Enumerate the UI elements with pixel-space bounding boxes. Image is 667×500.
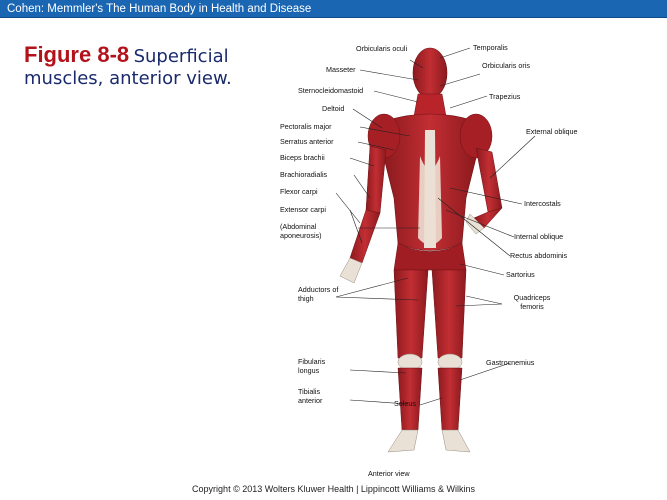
label-rectus-abdominis: Rectus abdominis	[510, 251, 568, 260]
label-orbicularis-oris: Orbicularis oris	[482, 61, 530, 70]
label-pectoralis-major: Pectoralis major	[280, 122, 332, 131]
label-abdominal-aponeurosis: (Abdominal aponeurosis)	[280, 222, 322, 240]
label-adductors-of-thigh: Adductors of thigh	[298, 285, 339, 303]
label-soleus: Soleus	[394, 399, 416, 408]
label-sartorius: Sartorius	[506, 270, 535, 279]
label-masseter: Masseter	[326, 65, 356, 74]
header-title: Cohen: Memmler's The Human Body in Healt…	[7, 3, 312, 15]
figure-title: Figure 8-8 Superficial muscles, anterior…	[24, 42, 274, 90]
label-quadriceps-femoris: Quadriceps femoris	[513, 293, 551, 311]
label-tibialis-anterior: Tibialis anterior	[298, 387, 323, 405]
copyright-footer: Copyright © 2013 Wolters Kluwer Health |…	[192, 484, 475, 494]
muscle-diagram: Orbicularis oculi Temporalis Masseter Or…	[270, 38, 578, 478]
label-orbicularis-oculi: Orbicularis oculi	[356, 44, 408, 53]
header-bar: Cohen: Memmler's The Human Body in Healt…	[0, 0, 667, 18]
label-trapezius: Trapezius	[489, 92, 521, 101]
label-serratus-anterior: Serratus anterior	[280, 137, 334, 146]
figure-number: Figure 8-8	[24, 42, 130, 67]
label-extensor-carpi: Extensor carpi	[280, 205, 326, 214]
muscle-figure-illustration	[335, 47, 536, 453]
label-external-oblique: External oblique	[526, 127, 578, 136]
view-label: Anterior view	[368, 469, 410, 478]
label-fibularis-longus: Fibularis longus	[298, 357, 326, 375]
label-deltoid: Deltoid	[322, 104, 345, 113]
label-sternocleidomastoid: Sternocleidomastoid	[298, 86, 364, 95]
label-flexor-carpi: Flexor carpi	[280, 187, 318, 196]
label-brachioradialis: Brachioradialis	[280, 170, 328, 179]
figure-caption: Superficial muscles, anterior view.	[24, 46, 232, 89]
label-gastrocnemius: Gastrocnemius	[486, 358, 535, 367]
label-temporalis: Temporalis	[473, 43, 508, 52]
label-internal-oblique: Internal oblique	[514, 232, 564, 241]
label-biceps-brachii: Biceps brachii	[280, 153, 325, 162]
label-intercostals: Intercostals	[524, 199, 561, 208]
